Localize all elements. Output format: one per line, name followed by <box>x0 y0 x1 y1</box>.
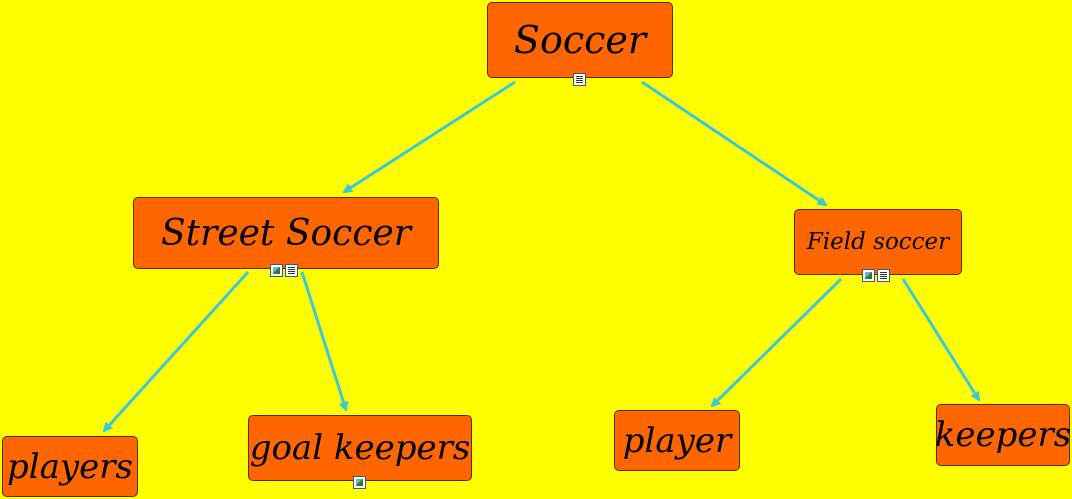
node-field-soccer[interactable]: Field soccer <box>794 209 962 275</box>
connector-field-soccer-to-keepers <box>901 278 981 402</box>
node-street-soccer-label: Street Soccer <box>160 212 412 254</box>
image-icon[interactable] <box>270 264 283 277</box>
connector-soccer-to-field-soccer <box>641 80 828 207</box>
node-players-label: players <box>7 446 133 487</box>
note-icon[interactable] <box>573 73 586 86</box>
node-goal-keepers[interactable]: goal keepers <box>248 415 472 481</box>
node-keepers-label: keepers <box>934 415 1072 455</box>
image-icon[interactable] <box>862 269 875 282</box>
note-icon[interactable] <box>285 264 298 277</box>
node-goal-keepers-label: goal keepers <box>249 428 471 468</box>
node-street-soccer[interactable]: Street Soccer <box>133 197 439 269</box>
note-icon[interactable] <box>877 269 890 282</box>
image-icon[interactable] <box>353 476 366 489</box>
node-soccer-label: Soccer <box>513 18 647 62</box>
node-street-soccer-icons <box>270 264 298 277</box>
connector-field-soccer-to-player <box>710 277 843 408</box>
node-goal-keepers-icons <box>353 476 366 489</box>
node-field-soccer-icons <box>862 269 890 282</box>
connector-street-soccer-to-goal-keepers <box>300 271 349 412</box>
connector-street-soccer-to-players <box>102 270 250 433</box>
node-field-soccer-label: Field soccer <box>806 229 950 255</box>
node-keepers[interactable]: keepers <box>934 404 1072 466</box>
node-soccer[interactable]: Soccer <box>487 2 673 78</box>
node-player[interactable]: player <box>614 410 740 471</box>
node-soccer-icons <box>573 73 586 86</box>
node-players[interactable]: players <box>2 436 138 497</box>
connector-soccer-to-street-soccer <box>342 80 516 194</box>
node-player-label: player <box>622 420 732 461</box>
